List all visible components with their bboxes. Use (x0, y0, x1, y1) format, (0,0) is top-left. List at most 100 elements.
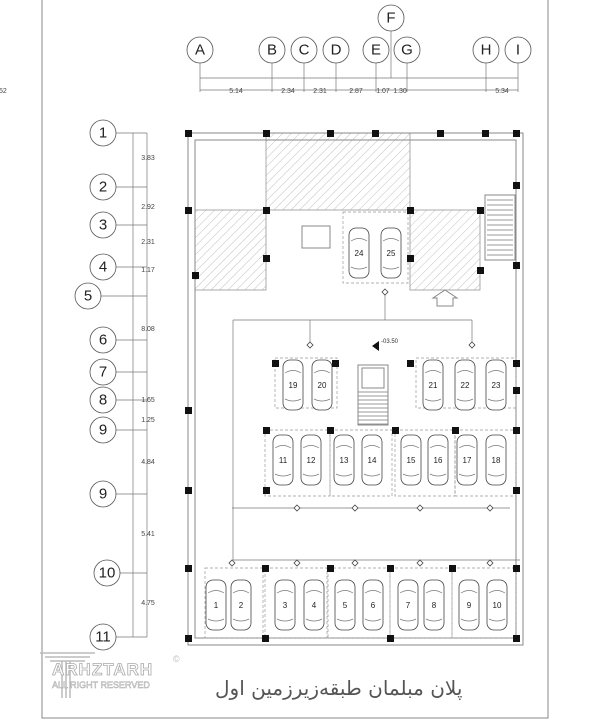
car-icon (272, 434, 294, 486)
parking-spot-number: 20 (318, 381, 327, 390)
car-window (456, 370, 474, 402)
parking-spot-number: 19 (289, 381, 298, 390)
parking-bay (329, 429, 393, 497)
column (477, 267, 484, 274)
grid-bubble (89, 623, 117, 651)
column (513, 360, 520, 367)
car-icon (486, 579, 508, 631)
lamp-icon (351, 504, 359, 512)
car-window (460, 590, 478, 622)
grid-label: D (331, 42, 342, 59)
car-icon (334, 579, 356, 631)
column (327, 427, 334, 434)
parking-bay (264, 567, 328, 639)
grid-bubble (93, 559, 121, 587)
car-icon (362, 579, 384, 631)
parking-spot-number: 6 (371, 601, 376, 610)
column (263, 487, 270, 494)
lamp-icon (416, 504, 424, 512)
parking-spot-number: 11 (279, 456, 288, 465)
column (332, 360, 339, 367)
column (387, 565, 394, 572)
car-window (487, 370, 505, 402)
grid-bubble (472, 36, 500, 64)
grid-label: 5 (84, 288, 92, 305)
column (263, 207, 270, 214)
lamp-icon (351, 559, 359, 567)
parking-spot-number: 10 (493, 601, 502, 610)
grid-label: E (371, 42, 381, 59)
grid-bubble (89, 416, 117, 444)
lamp-icon (468, 341, 476, 349)
logo-rights: ALL RIGHT RESERVED (52, 680, 150, 691)
car-window (402, 445, 420, 477)
column (513, 635, 520, 642)
parking-spot-number: 9 (467, 601, 472, 610)
car-icon (380, 227, 402, 279)
parking-bay (451, 567, 517, 639)
car-window (207, 590, 225, 622)
car-window (363, 445, 381, 477)
parking-spot-number: 25 (387, 249, 396, 258)
car-icon (423, 579, 445, 631)
grid-bubble (89, 358, 117, 386)
column (407, 207, 414, 214)
column (192, 272, 199, 279)
parking-spot-number: 22 (461, 381, 470, 390)
sheet-border (41, 0, 549, 719)
grid-label: 7 (99, 364, 107, 381)
column (185, 565, 192, 572)
car-icon (230, 579, 252, 631)
parking-spot-number: 7 (406, 601, 411, 610)
grid-label: B (267, 42, 277, 59)
parking-bay (274, 357, 338, 409)
dimension-value: 2.34 (281, 88, 295, 95)
column (392, 427, 399, 434)
lamp-icon (486, 504, 494, 512)
column (263, 130, 270, 137)
parking-spot-number: 14 (368, 456, 377, 465)
column (387, 635, 394, 642)
column (263, 427, 270, 434)
column (272, 360, 279, 367)
hatched-area (194, 209, 267, 291)
car-icon (303, 579, 325, 631)
column (185, 407, 192, 414)
car-window (336, 590, 354, 622)
dimension-value: 5.14 (229, 88, 243, 95)
car-window (274, 445, 292, 477)
parking-spot-number: 4 (312, 601, 317, 610)
car-window (335, 445, 353, 477)
car-window (232, 590, 250, 622)
column (513, 182, 520, 189)
car-icon (400, 434, 422, 486)
dimension-value: 2.92 (141, 204, 155, 211)
column (327, 565, 334, 572)
car-window (487, 445, 505, 477)
parking-spot-number: 24 (355, 249, 364, 258)
car-window (364, 590, 382, 622)
watermark-logo: ARHZTARH ALL RIGHT RESERVED © (40, 650, 180, 705)
grid-label: G (401, 42, 413, 59)
dimension-value: 1.25 (141, 417, 155, 424)
grid-label: I (516, 42, 520, 59)
grid-label: 1 (99, 125, 107, 142)
hatched-area (409, 209, 481, 291)
grid-bubble (258, 36, 286, 64)
stair (484, 194, 516, 261)
car-window (429, 445, 447, 477)
parking-spot-number: 21 (429, 381, 438, 390)
parking-bay (342, 211, 409, 284)
column (185, 635, 192, 642)
central-stair (357, 364, 389, 426)
grid-bubble (89, 480, 117, 508)
column (477, 207, 484, 214)
parking-spot-number: 13 (340, 456, 349, 465)
parking-spot-number: 1 (214, 601, 219, 610)
dimension-value: 5.34 (495, 88, 509, 95)
parking-spot-number: 2 (239, 601, 244, 610)
grid-bubble (89, 173, 117, 201)
parking-spot-number: 12 (307, 456, 316, 465)
column (372, 130, 379, 137)
column (513, 487, 520, 494)
